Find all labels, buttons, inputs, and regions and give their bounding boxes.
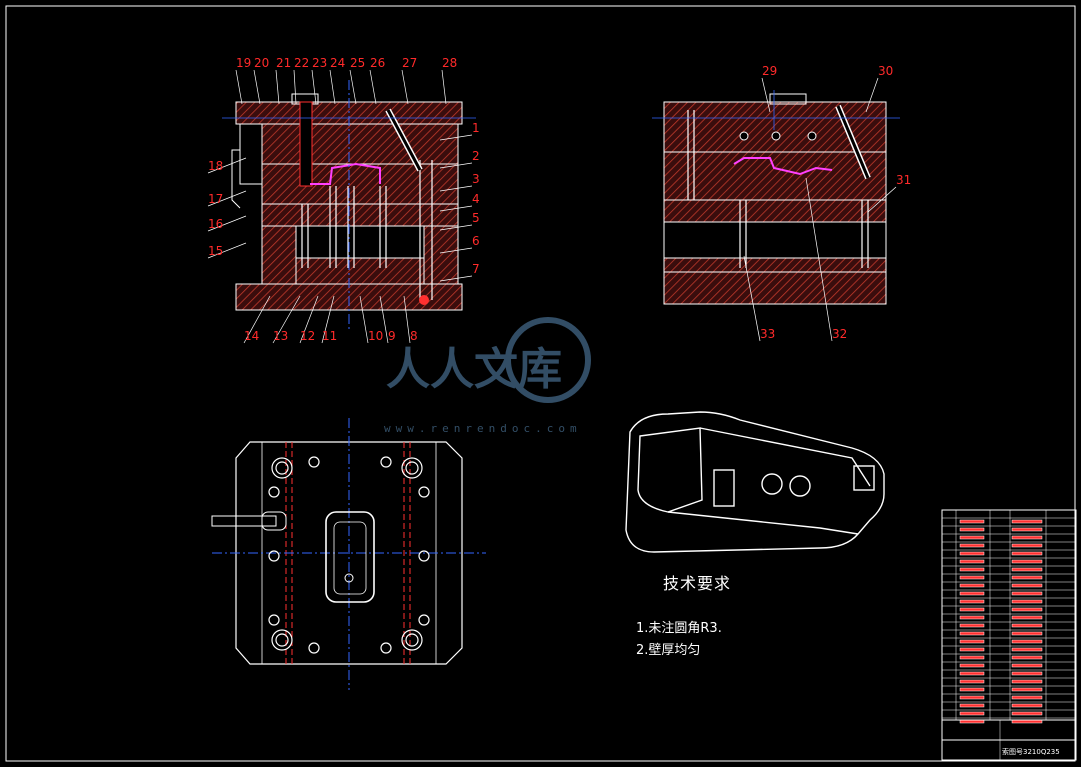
part-label-32: 32 xyxy=(832,327,847,341)
part-label-2: 2 xyxy=(472,149,480,163)
leader-line xyxy=(867,186,897,213)
drawing-number: 索图号3210Q235 xyxy=(1002,747,1060,756)
leader-line xyxy=(439,247,473,254)
part-label-26: 26 xyxy=(370,56,385,70)
part-label-13: 13 xyxy=(273,329,288,343)
leader-line xyxy=(329,69,336,105)
ejector-plate xyxy=(295,257,425,285)
part-label-18: 18 xyxy=(208,159,223,173)
part-label-21: 21 xyxy=(276,56,291,70)
cavity-plate xyxy=(261,123,459,165)
leader-line xyxy=(805,177,833,342)
leader-line xyxy=(761,77,771,113)
title-block: 索图号3210Q235 xyxy=(941,509,1077,761)
tech-requirement-1: 1.未注圆角R3. xyxy=(636,621,722,636)
part-label-14: 14 xyxy=(244,329,259,343)
view2-bottom-plate xyxy=(663,271,887,305)
part-profile xyxy=(310,162,381,185)
sprue-bushing xyxy=(299,101,313,187)
leader-line xyxy=(439,162,473,169)
product-isometric xyxy=(625,411,885,553)
leader-line xyxy=(439,134,473,141)
part-label-16: 16 xyxy=(208,217,223,231)
part-label-30: 30 xyxy=(878,64,893,78)
part-label-33: 33 xyxy=(760,327,775,341)
slider-block xyxy=(239,123,263,185)
part-label-4: 4 xyxy=(472,192,480,206)
leader-line xyxy=(207,215,247,232)
leader-line xyxy=(379,295,389,344)
view2-part-profile xyxy=(733,157,833,176)
part-label-31: 31 xyxy=(896,173,911,187)
leader-line xyxy=(243,295,271,344)
leader-line xyxy=(743,255,761,342)
leader-line xyxy=(441,69,447,105)
watermark: 人人文库 www.renrendoc.com xyxy=(384,317,591,435)
leader-line xyxy=(349,69,357,105)
spacer-left xyxy=(261,225,297,285)
leader-line xyxy=(272,295,301,344)
part-label-3: 3 xyxy=(472,172,480,186)
part-label-24: 24 xyxy=(330,56,345,70)
part-label-20: 20 xyxy=(254,56,269,70)
leader-line xyxy=(439,205,473,212)
part-label-8: 8 xyxy=(410,329,418,343)
tech-requirement-2: 2.壁厚均匀 xyxy=(636,643,701,658)
part-label-6: 6 xyxy=(472,234,480,248)
main-section-view xyxy=(222,80,476,330)
secondary-section-view xyxy=(652,90,900,305)
part-label-7: 7 xyxy=(472,262,480,276)
leader-line xyxy=(253,69,261,105)
part-label-15: 15 xyxy=(208,244,223,258)
support-plate xyxy=(261,203,459,227)
leader-line xyxy=(275,69,280,105)
sheet-border xyxy=(5,5,1076,762)
part-label-23: 23 xyxy=(312,56,327,70)
part-label-5: 5 xyxy=(472,211,480,225)
spacer-right xyxy=(423,225,459,285)
leader-line xyxy=(439,275,473,282)
part-label-22: 22 xyxy=(294,56,309,70)
leader-line xyxy=(293,69,297,105)
leader-line xyxy=(439,224,473,231)
part-label-12: 12 xyxy=(300,329,315,343)
leader-line xyxy=(401,69,409,105)
leader-line xyxy=(235,69,243,105)
watermark-logo: 人人文库 xyxy=(386,344,562,395)
leader-line xyxy=(207,157,247,174)
view2-core-plate xyxy=(663,151,887,201)
leader-line xyxy=(311,69,317,105)
tech-requirements-title: 技术要求 xyxy=(663,574,732,593)
leader-line xyxy=(403,295,411,344)
part-label-9: 9 xyxy=(388,329,396,343)
view2-support-plate xyxy=(663,199,887,223)
leader-line xyxy=(207,242,247,259)
watermark-url: www.renrendoc.com xyxy=(384,422,582,435)
part-label-29: 29 xyxy=(762,64,777,78)
part-label-25: 25 xyxy=(350,56,365,70)
leader-line xyxy=(369,69,377,105)
part-label-27: 27 xyxy=(402,56,417,70)
core-plate xyxy=(261,163,459,205)
part-label-28: 28 xyxy=(442,56,457,70)
leader-line xyxy=(359,295,369,344)
part-label-17: 17 xyxy=(208,192,223,206)
view2-ejector-plate xyxy=(663,257,887,273)
leader-line xyxy=(321,295,335,344)
part-label-10: 10 xyxy=(368,329,383,343)
part-label-19: 19 xyxy=(236,56,251,70)
leader-line xyxy=(299,295,319,344)
view2-ejector-space xyxy=(663,221,887,259)
leader-line xyxy=(207,190,247,207)
leader-line xyxy=(439,185,473,192)
plan-view xyxy=(211,418,486,690)
part-label-1: 1 xyxy=(472,121,480,135)
leader-line xyxy=(865,77,879,113)
part-label-11: 11 xyxy=(322,329,337,343)
